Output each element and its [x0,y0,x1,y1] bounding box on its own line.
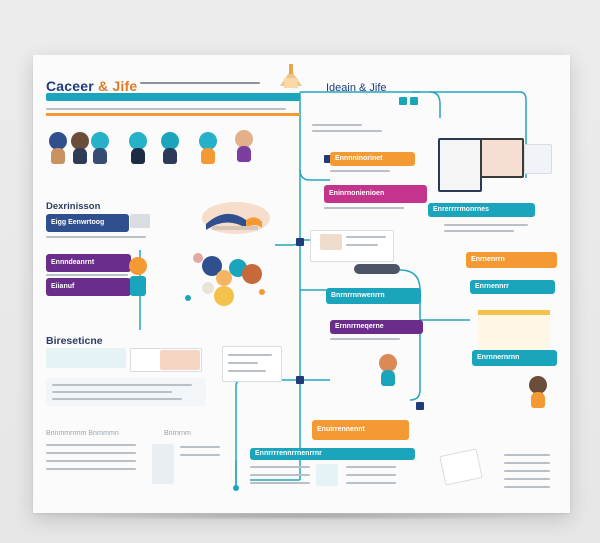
desc-line [330,338,400,340]
person-icon [234,130,254,164]
pill-right-teal-4: Enrnnernrnn [472,350,557,366]
desc-line [504,486,550,488]
banner-card [478,310,550,350]
pill-right-teal-2: Bnrnrrnnwenrrn [326,288,421,304]
footer-label-2: Bnrnrnm [164,430,191,437]
chart-line [228,370,266,372]
desc-line [312,130,382,132]
tablet-device [438,138,482,192]
footer-line [180,446,220,448]
chart-line [228,354,272,356]
footer-image [152,444,174,484]
desc-line [250,466,310,468]
desc-line [324,207,404,209]
footer-line [180,454,220,456]
phone-device [524,144,552,174]
desc-line [330,170,390,172]
chart-line [228,362,258,364]
main-title: Caceer & Jife [46,78,137,94]
person-icon [198,132,218,166]
desc-line [46,236,146,238]
desc-line [504,454,550,456]
board-shadow [40,512,560,520]
title-ampersand: & [98,78,109,94]
section-heading-1: Dexrinisson [46,201,101,212]
desc-line [346,466,396,468]
person-icon [90,132,110,166]
pill-left-purple-1: Ennndeanrnt [46,254,131,272]
desc-line [346,236,386,238]
footer-line [46,452,136,454]
title-bar-teal [46,93,300,101]
mini-chart-card [222,346,282,382]
stat-block [46,348,126,368]
pill-left-purple-2: Eiianuf [46,278,131,296]
pill-right-purple: Ernnrrneqerne [330,320,423,334]
small-image [130,214,150,228]
book-illustration [202,202,270,234]
banner-strip [478,310,550,315]
table-line [52,384,192,386]
desc-line [250,474,310,476]
desc-line [504,462,550,464]
section-heading-2: Bireseticne [46,335,103,347]
pill-right-orange-2: Enrnenrrn [466,252,557,268]
pill-left-dark: Eigg Eenwrtoog [46,214,129,232]
desc-line [346,482,396,484]
desc-line [312,124,362,126]
person-icon [70,132,90,166]
title-desc-line-1 [46,108,286,110]
desc-line [504,470,550,472]
desc-line [504,478,550,480]
footer-label-1: Bnnmmrrmm Bnrnmmn [46,430,119,437]
pill-bottom-orange: Enuirrennennt [312,420,409,440]
thumb-image [160,350,200,370]
info-card-image [320,234,342,250]
title-scribble [140,82,260,84]
desc-line [250,482,310,484]
subtitle: Ideain & Jife [326,82,387,94]
bottom-image [316,464,338,486]
house-illustration [280,64,302,88]
screen-device [480,138,524,178]
table-line [52,398,182,400]
title-word-2: Jife [112,78,138,94]
pill-right-magenta-1: Eninrnonienioen [324,185,427,203]
collage-illustration [129,253,265,306]
footer-line [46,444,136,446]
footer-line [46,468,136,470]
person-icon [48,132,68,166]
title-word-1: Caceer [46,78,94,94]
desc-line [444,230,514,232]
toggle-pill [354,264,400,274]
pill-right-teal-3: Enrnennrr [470,280,555,294]
table-line [52,391,172,393]
desc-line [346,474,396,476]
desc-line [444,224,528,226]
footer-line [46,460,136,462]
desc-line [346,244,378,246]
person-icon [378,354,398,388]
person-icon [528,376,548,410]
person-icon [160,132,180,166]
pill-right-teal-1: Enrerrrrmonrnes [428,203,535,217]
desc-line [46,274,128,276]
title-orange-line [46,113,300,116]
pill-right-orange-1: Ennnninorinet [330,152,415,166]
person-icon [128,132,148,166]
pill-bottom-teal: Ennrrrrennrrnenrrnr [250,448,415,460]
